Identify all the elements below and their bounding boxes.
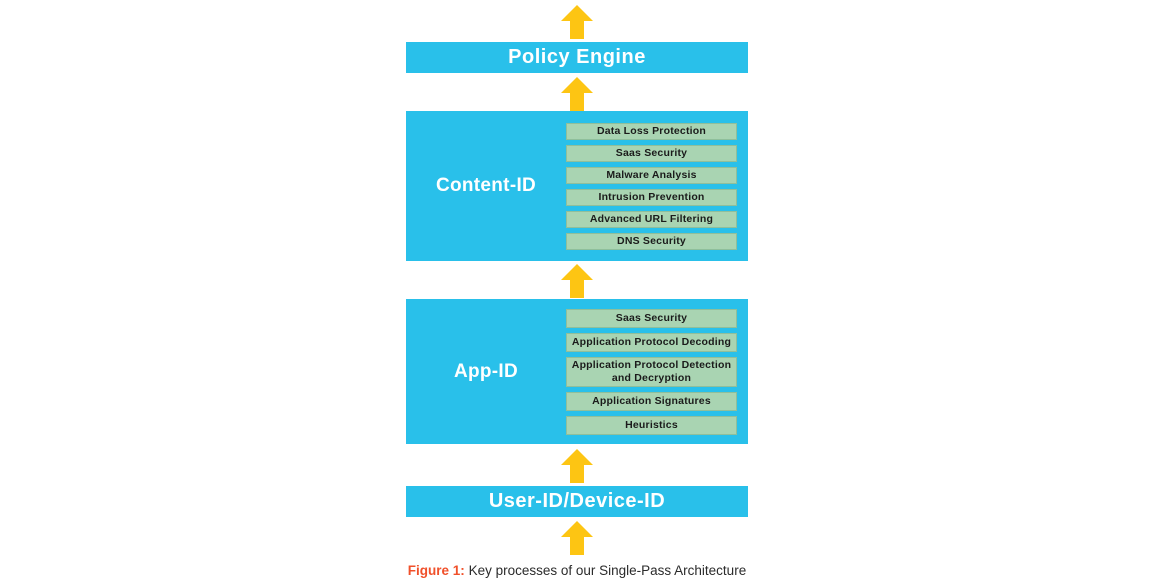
app-id-item-list: Saas Security Application Protocol Decod… <box>566 308 748 435</box>
list-item[interactable]: DNS Security <box>566 232 737 250</box>
arrow-up-icon <box>560 520 594 556</box>
policy-engine-label: Policy Engine <box>508 46 646 68</box>
figure-caption-label: Figure 1: <box>407 563 465 578</box>
list-item[interactable]: Advanced URL Filtering <box>566 210 737 228</box>
single-pass-architecture-diagram: Policy Engine Content-ID Data Loss Prote… <box>406 0 748 588</box>
arrow-up-icon <box>560 4 594 40</box>
user-id-device-id-label: User-ID/Device-ID <box>488 490 666 512</box>
stage-app-id[interactable]: App-ID Saas Security Application Protoco… <box>406 299 748 444</box>
list-item[interactable]: Heuristics <box>566 415 737 435</box>
content-id-item-list: Data Loss Protection Saas Security Malwa… <box>566 122 748 250</box>
stage-policy-engine[interactable]: Policy Engine <box>406 42 748 73</box>
list-item[interactable]: Saas Security <box>566 308 737 328</box>
list-item[interactable]: Application Protocol Decoding <box>566 332 737 352</box>
stage-content-id[interactable]: Content-ID Data Loss Protection Saas Sec… <box>406 111 748 261</box>
list-item[interactable]: Data Loss Protection <box>566 122 737 140</box>
content-id-label: Content-ID <box>435 175 537 196</box>
app-id-label: App-ID <box>453 360 519 382</box>
list-item[interactable]: Application Signatures <box>566 391 737 411</box>
list-item[interactable]: Intrusion Prevention <box>566 188 737 206</box>
list-item[interactable]: Malware Analysis <box>566 166 737 184</box>
arrow-up-icon <box>560 76 594 112</box>
arrow-up-icon <box>560 448 594 484</box>
figure-caption-text: Key processes of our Single-Pass Archite… <box>464 563 747 578</box>
arrow-up-icon <box>560 263 594 299</box>
figure-caption: Figure 1: Key processes of our Single-Pa… <box>406 563 748 578</box>
list-item[interactable]: Saas Security <box>566 144 737 162</box>
stage-user-id-device-id[interactable]: User-ID/Device-ID <box>406 486 748 517</box>
list-item[interactable]: Application Protocol Detection and Decry… <box>566 356 737 387</box>
